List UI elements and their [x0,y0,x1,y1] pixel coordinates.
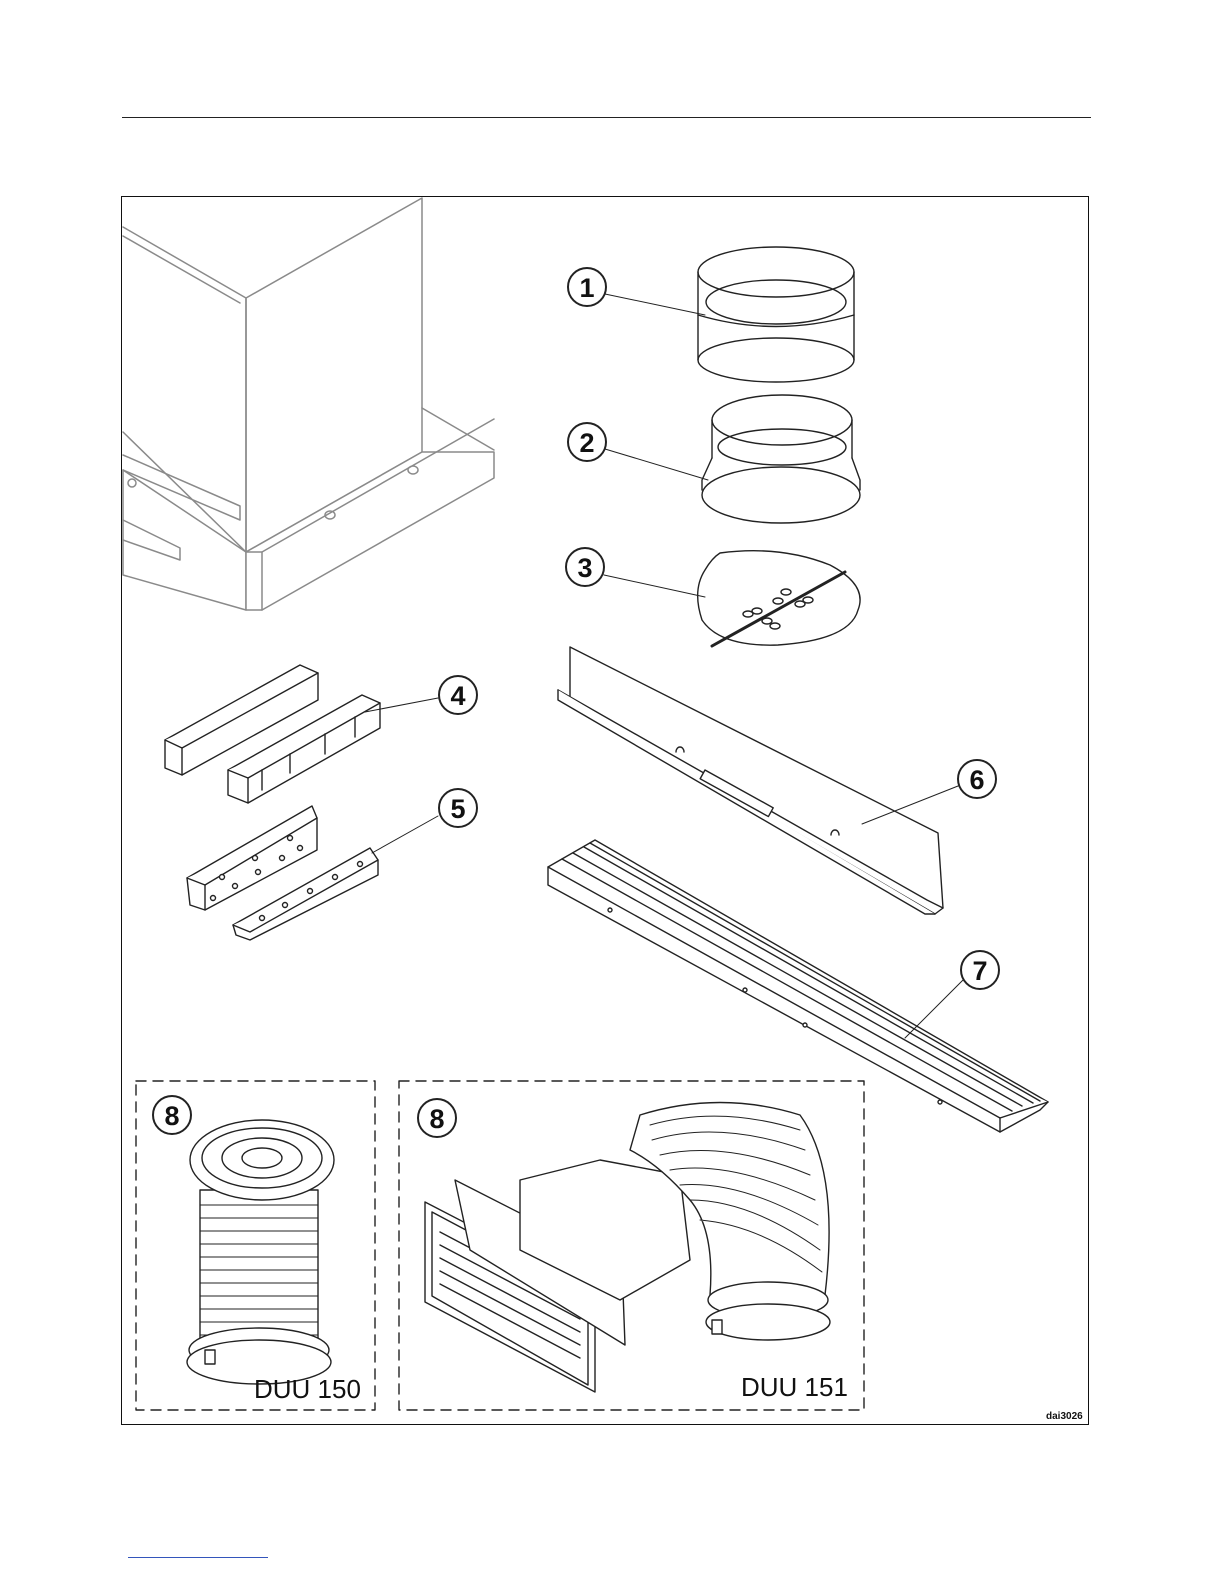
callout-number: 2 [579,428,594,458]
part-1-ring-connector [698,247,854,382]
model-label-duu151: DUU 151 [741,1372,848,1403]
model-label-duu150: DUU 150 [254,1374,361,1405]
callout-number: 5 [450,794,465,824]
part-5-brackets [187,806,378,940]
callout-number: 8 [429,1104,444,1134]
callout-number: 8 [164,1101,179,1131]
part-8-wall-grille-kit [425,1103,830,1393]
part-8-round-grille-kit [187,1120,334,1384]
callout-number: 6 [969,765,984,795]
image-code: dai3026 [1046,1411,1083,1422]
callout-number: 3 [577,553,592,583]
callout-number: 7 [972,956,987,986]
part-4-end-caps [165,665,380,803]
part-2-reducer-collar [702,395,860,523]
callout-number: 4 [450,681,465,711]
footer-rule [128,1557,268,1558]
callout-number: 1 [579,273,594,303]
cooker-hood-drawing [123,198,494,610]
part-3-backdraft-flap [698,551,860,646]
